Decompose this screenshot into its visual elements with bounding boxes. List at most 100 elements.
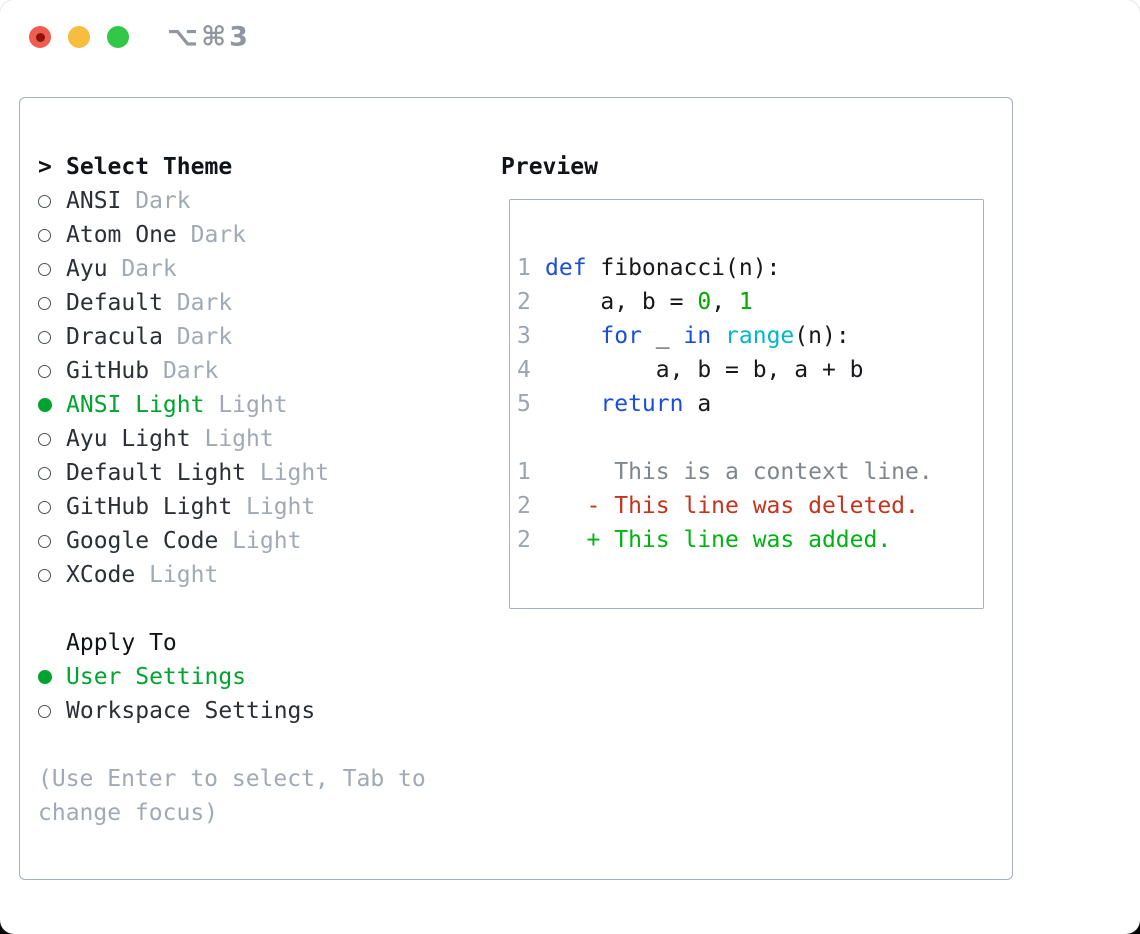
radio-mark [38, 466, 66, 480]
theme-name: GitHub [66, 358, 150, 384]
radio-icon [38, 330, 51, 344]
theme-variant: Dark [162, 324, 233, 350]
line-number: 4 [517, 357, 531, 383]
theme-option-ansi-light[interactable]: ANSI Light Light [38, 388, 501, 422]
theme-name: Atom One [66, 222, 177, 248]
theme-option-atom-one[interactable]: Atom One Dark [38, 218, 501, 252]
traffic-lights [29, 26, 129, 48]
preview-code-line: 3 for _ in range(n): [517, 319, 983, 353]
theme-name: ANSI Light [66, 392, 205, 418]
apply-option-label: User Settings [66, 664, 247, 690]
theme-option-xcode[interactable]: XCode Light [38, 558, 501, 592]
radio-selected-icon [38, 398, 52, 412]
code-segment-plain [711, 323, 725, 349]
code-segment-kw: return [600, 391, 684, 417]
radio-icon [38, 228, 51, 242]
radio-icon [38, 704, 51, 718]
preview-code-line: 5 return a [517, 387, 983, 421]
radio-mark [38, 432, 66, 446]
radio-mark [38, 568, 66, 582]
theme-name: XCode [66, 562, 136, 588]
theme-variant: Light [232, 494, 316, 520]
radio-mark [38, 296, 66, 310]
theme-option-dracula[interactable]: Dracula Dark [38, 320, 501, 354]
spacer [38, 728, 501, 762]
radio-icon [38, 466, 51, 480]
apply-option-workspace-settings[interactable]: Workspace Settings [38, 694, 501, 728]
code-segment-plain: a, b = b, a + b [545, 357, 864, 383]
cursor-arrow-icon: > [38, 154, 52, 180]
theme-variant: Light [135, 562, 219, 588]
preview-header-row: Preview [501, 150, 1012, 184]
select-theme-header: > Select Theme [38, 150, 501, 184]
code-segment-plain: a, b = [545, 289, 698, 315]
code-segment-plain: _ [641, 323, 684, 349]
code-segment-builtin: range [725, 323, 795, 349]
minimize-button[interactable] [68, 26, 90, 48]
code-segment-kw: for [600, 323, 642, 349]
zoom-button[interactable] [107, 26, 129, 48]
preview-code-line: 2 - This line was deleted. [517, 489, 983, 523]
code-segment-deleted: - This line was deleted. [545, 493, 919, 519]
code-segment-kw: def [545, 255, 587, 281]
line-number: 2 [517, 527, 531, 553]
theme-variant: Dark [149, 358, 219, 384]
window-title-shortcut: ⌥⌘3 [167, 21, 251, 53]
radio-selected-icon [38, 670, 52, 684]
theme-option-github-light[interactable]: GitHub Light Light [38, 490, 501, 524]
theme-option-default[interactable]: Default Dark [38, 286, 501, 320]
theme-variant: Light [190, 426, 274, 452]
apply-option-label: Workspace Settings [66, 698, 316, 724]
theme-option-default-light[interactable]: Default Light Light [38, 456, 501, 490]
preview-code-line: 2 + This line was added. [517, 523, 983, 557]
code-segment-context: This is a context line. [545, 459, 933, 485]
radio-mark [38, 500, 66, 514]
radio-mark [38, 670, 66, 684]
apply-to-header: Apply To [38, 626, 501, 660]
theme-variant: Dark [107, 256, 177, 282]
theme-name: Google Code [66, 528, 219, 554]
radio-icon [38, 568, 51, 582]
code-segment-plain: fibonacci(n): [586, 255, 781, 281]
theme-variant: Dark [176, 222, 247, 248]
radio-icon [38, 432, 51, 446]
theme-name: Default [66, 290, 163, 316]
theme-option-ayu-light[interactable]: Ayu Light Light [38, 422, 501, 456]
usage-hint-line1: (Use Enter to select, Tab to [38, 766, 426, 792]
theme-option-github[interactable]: GitHub Dark [38, 354, 501, 388]
close-button[interactable] [29, 26, 51, 48]
theme-name: Default Light [66, 460, 247, 486]
theme-variant: Light [246, 460, 330, 486]
radio-mark [38, 364, 66, 378]
radio-icon [38, 194, 51, 208]
theme-variant: Light [218, 528, 302, 554]
theme-name: Ayu [66, 256, 108, 282]
theme-name: Dracula [66, 324, 163, 350]
apply-option-user-settings[interactable]: User Settings [38, 660, 501, 694]
line-number: 1 [517, 459, 531, 485]
preview-code-line: 4 a, b = b, a + b [517, 353, 983, 387]
spacer [38, 592, 501, 626]
preview-code-line: 2 a, b = 0, 1 [517, 285, 983, 319]
radio-icon [38, 534, 51, 548]
theme-option-google-code[interactable]: Google Code Light [38, 524, 501, 558]
theme-variant: Dark [162, 290, 233, 316]
line-number: 5 [517, 391, 531, 417]
code-segment-plain [545, 323, 600, 349]
radio-mark [38, 330, 66, 344]
titlebar: ⌥⌘3 [0, 0, 1140, 72]
theme-option-ansi[interactable]: ANSI Dark [38, 184, 501, 218]
select-theme-title: Select Theme [66, 154, 233, 180]
theme-option-ayu[interactable]: Ayu Dark [38, 252, 501, 286]
radio-mark [38, 194, 66, 208]
radio-mark [38, 534, 66, 548]
code-segment-plain [545, 391, 600, 417]
line-number: 2 [517, 493, 531, 519]
radio-icon [38, 500, 51, 514]
